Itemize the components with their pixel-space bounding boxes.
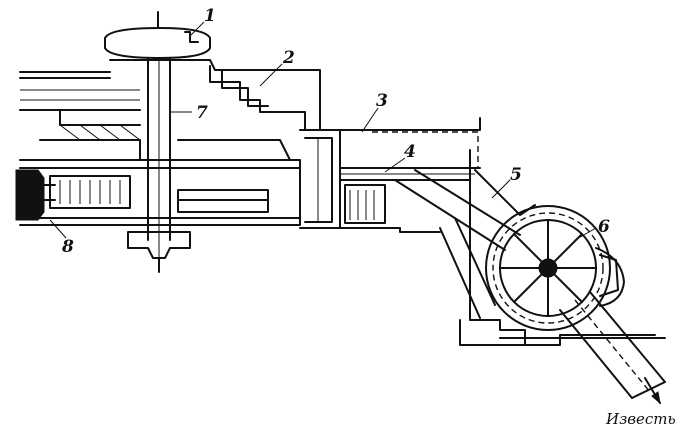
inclined-chute xyxy=(394,149,666,346)
callout-8: 8 xyxy=(61,237,74,257)
rotating-drum xyxy=(485,205,625,331)
callout-2: 2 xyxy=(282,48,295,68)
gear-assembly xyxy=(15,169,56,221)
leader-lines xyxy=(49,21,597,241)
callout-7: 7 xyxy=(196,103,208,123)
feed-chamber xyxy=(339,117,481,233)
callout-1: 1 xyxy=(204,6,216,26)
callout-3: 3 xyxy=(376,91,388,111)
outlet-label: Известь xyxy=(605,410,676,428)
callout-4: 4 xyxy=(404,142,416,162)
gear-casing xyxy=(19,124,301,226)
callout-6: 6 xyxy=(598,217,610,237)
discharge-pipe xyxy=(559,291,666,405)
middle-chamber xyxy=(299,129,341,229)
callout-5: 5 xyxy=(510,165,522,185)
handwheel xyxy=(104,11,211,59)
vertical-shaft xyxy=(127,57,191,273)
